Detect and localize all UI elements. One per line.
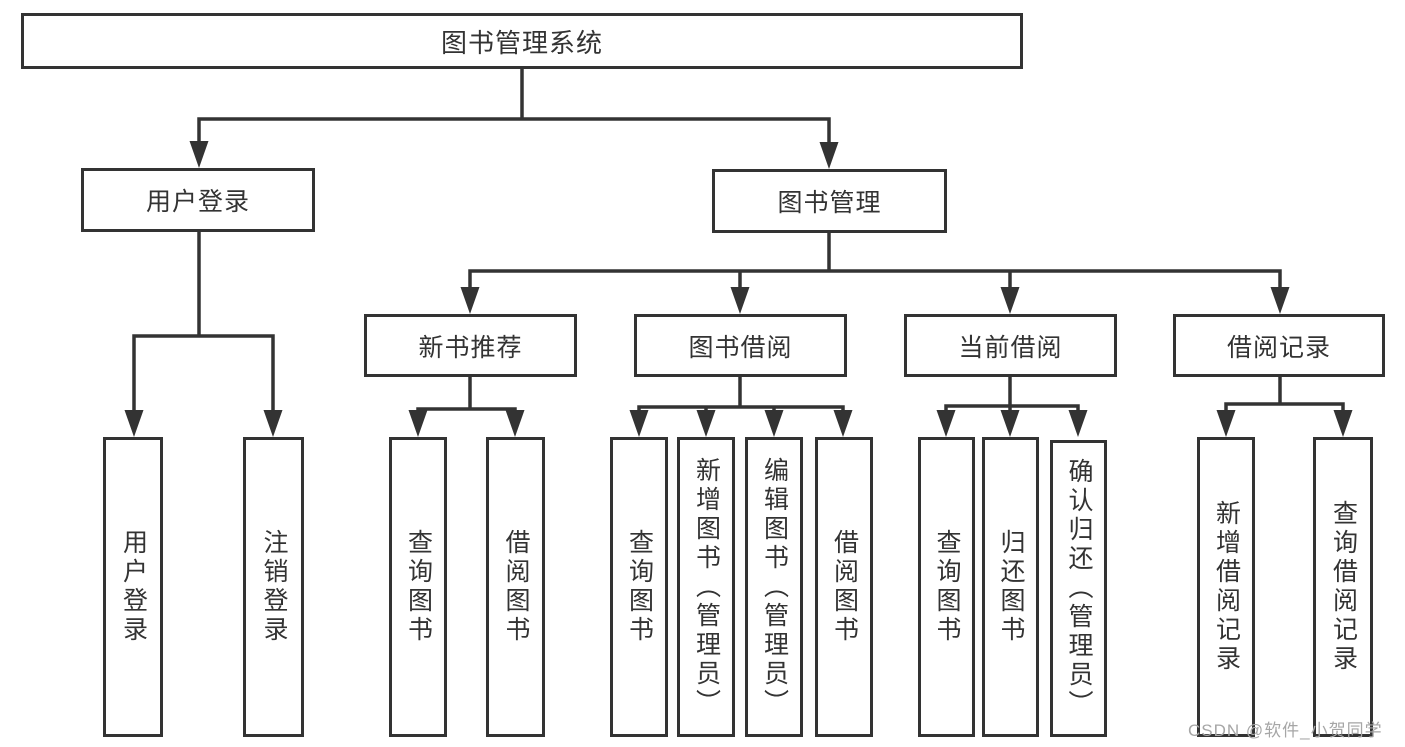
leaf-edit-book-admin: 编辑图书（管理员） xyxy=(745,437,803,737)
leaf-add-borrow-record: 新增借阅记录 xyxy=(1197,437,1255,737)
leaf-user-login: 用户登录 xyxy=(103,437,163,737)
leaf-logout: 注销登录 xyxy=(243,437,304,737)
node-root: 图书管理系统 xyxy=(21,13,1023,69)
leaf-query-books-borrowing: 查询图书 xyxy=(610,437,668,737)
node-borrowing-records: 借阅记录 xyxy=(1173,314,1385,377)
leaf-return-book: 归还图书 xyxy=(982,437,1039,737)
leaf-query-borrow-record: 查询借阅记录 xyxy=(1313,437,1373,737)
node-user-login: 用户登录 xyxy=(81,168,315,232)
leaf-add-book-admin: 新增图书（管理员） xyxy=(677,437,735,737)
node-book-management: 图书管理 xyxy=(712,169,947,233)
leaf-query-books-recommend: 查询图书 xyxy=(389,437,447,737)
leaf-borrow-books-borrowing: 借阅图书 xyxy=(815,437,873,737)
node-current-borrowing: 当前借阅 xyxy=(904,314,1117,377)
leaf-borrow-books-recommend: 借阅图书 xyxy=(486,437,545,737)
node-new-book-recommend: 新书推荐 xyxy=(364,314,577,377)
watermark: CSDN @软件_小贺同学 xyxy=(1188,721,1383,740)
leaf-query-books-current: 查询图书 xyxy=(918,437,975,737)
leaf-confirm-return-admin: 确认归还（管理员） xyxy=(1050,440,1107,737)
node-book-borrowing: 图书借阅 xyxy=(634,314,847,377)
